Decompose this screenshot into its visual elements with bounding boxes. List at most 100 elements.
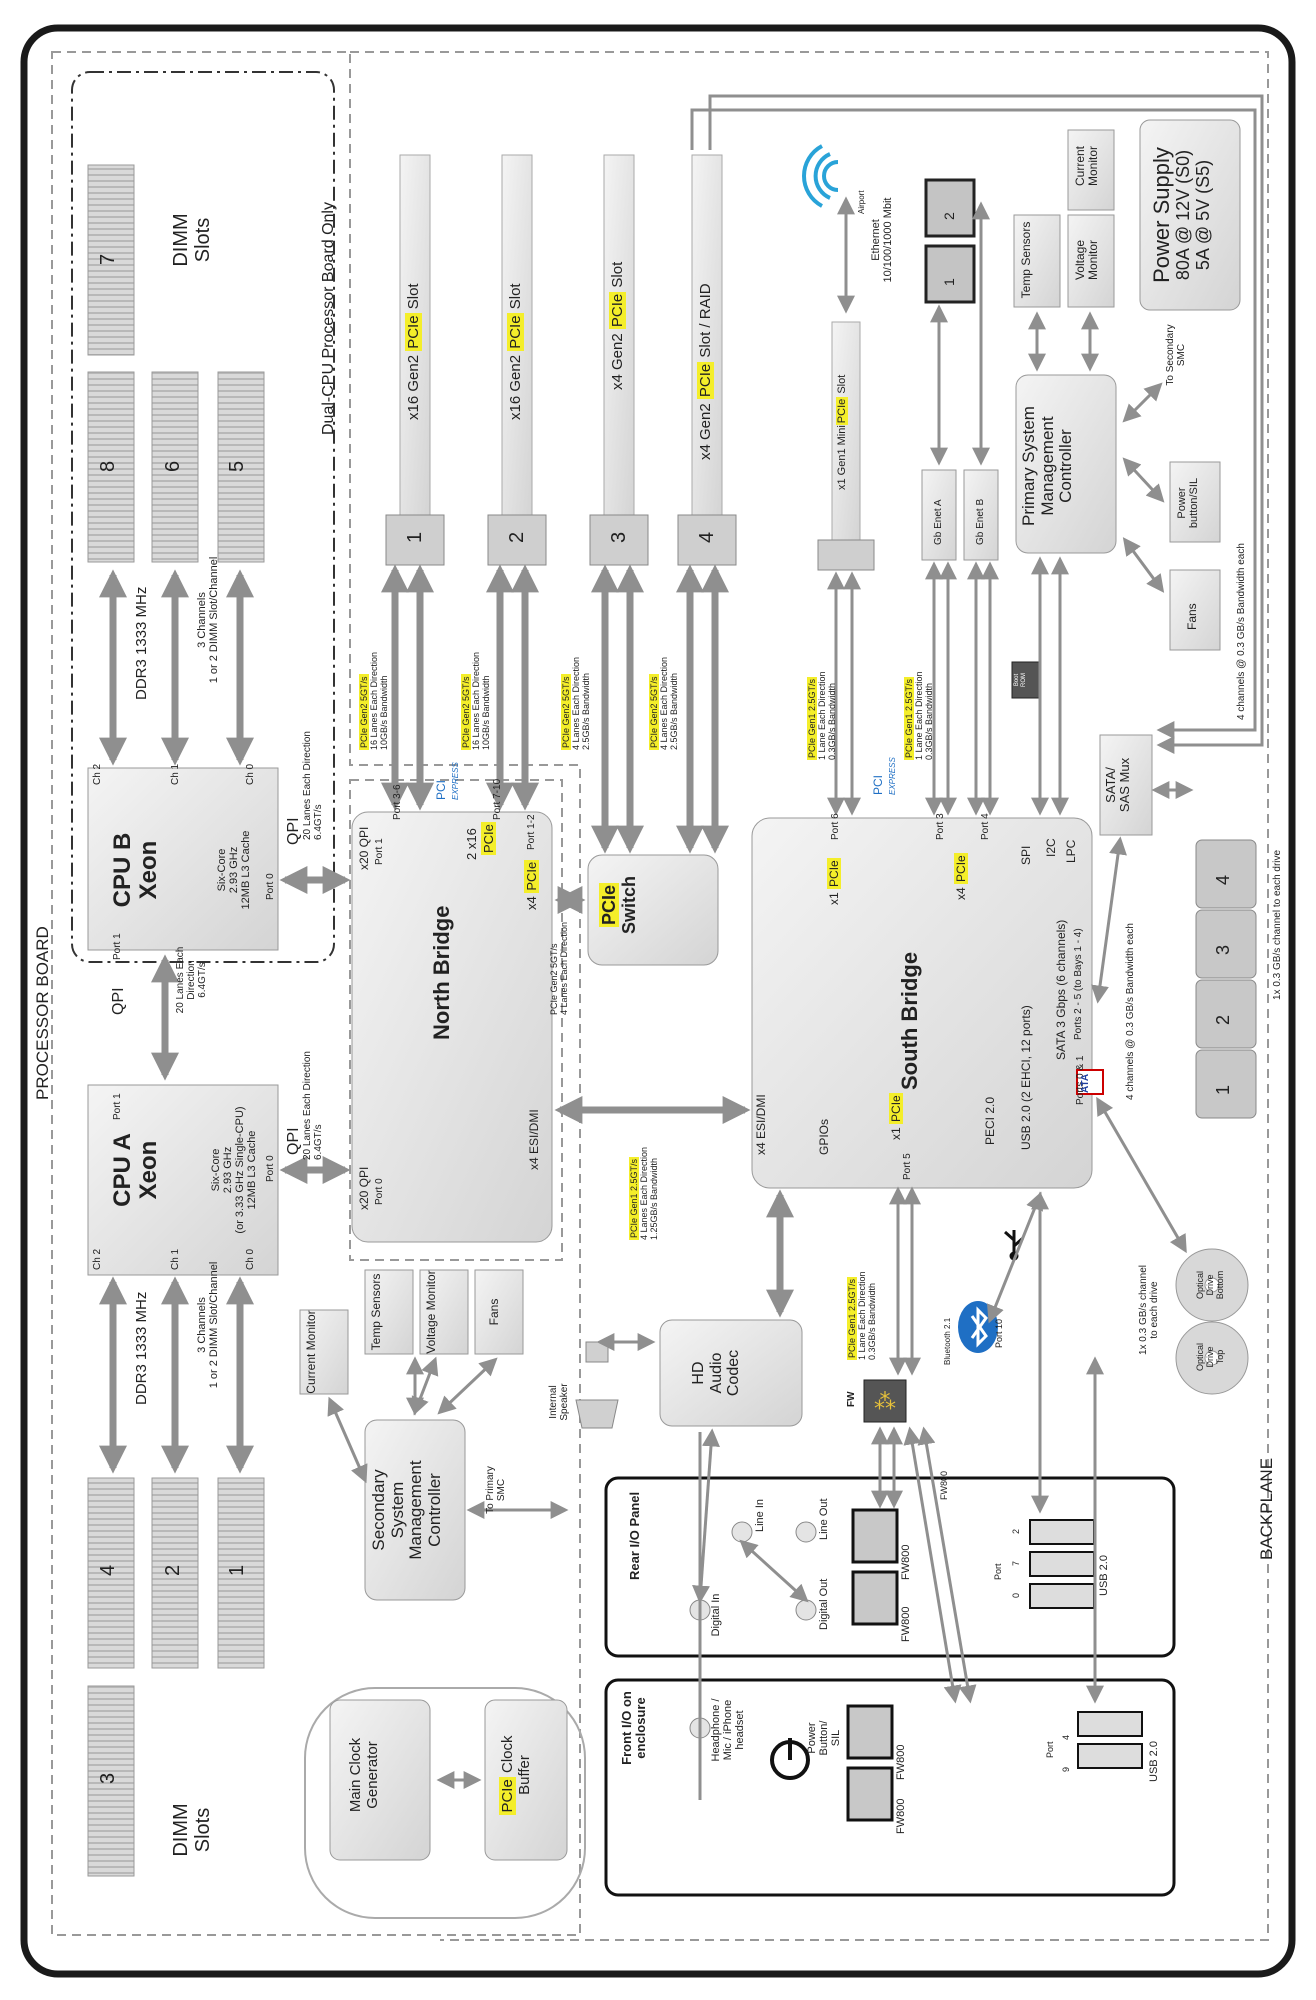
primary-temp-label: Temp Sensors bbox=[1019, 221, 1033, 299]
rear-fw800-port-2[interactable] bbox=[851, 1570, 899, 1626]
rear-usb-port-0[interactable] bbox=[1029, 1583, 1095, 1609]
drive-bay-1-num: 1 bbox=[1213, 1084, 1233, 1095]
pcie-slot-1-socket[interactable] bbox=[385, 514, 445, 566]
primary-fans-box[interactable] bbox=[1169, 569, 1221, 651]
sb-gpios: GPIOs bbox=[817, 1118, 831, 1155]
sata-mux-line1: SATA/ bbox=[1103, 767, 1118, 803]
pcie-clock-buffer-box[interactable] bbox=[484, 1699, 568, 1861]
rear-usb-port-7[interactable] bbox=[1029, 1551, 1095, 1577]
drive-bay-3[interactable] bbox=[1195, 909, 1257, 979]
hd-audio-codec-chip[interactable] bbox=[659, 1319, 803, 1427]
fw-spec: PCIe Gen1 2.5GT/s 1 Lane Each Direction … bbox=[847, 1271, 878, 1360]
dimm-module-6[interactable] bbox=[151, 371, 199, 563]
secondary-fans-box[interactable] bbox=[474, 1269, 524, 1355]
pcie-switch-chip[interactable] bbox=[587, 854, 719, 966]
cpu-b-port0: Port 0 bbox=[265, 873, 276, 900]
pcie-slots bbox=[385, 154, 875, 571]
secondary-temp-label: Temp Sensors bbox=[369, 1273, 383, 1351]
optical-bottom-label: Optical Drive Bottom bbox=[1195, 1260, 1226, 1310]
gb-enet-b-chip[interactable] bbox=[963, 469, 999, 561]
main-clock-line1: Main Clock bbox=[347, 1737, 364, 1813]
dimm-module-3[interactable] bbox=[87, 1685, 135, 1877]
front-fw800-port-1[interactable] bbox=[846, 1704, 894, 1760]
pcie-slot-1-num: 1 bbox=[404, 531, 426, 543]
secondary-smc-chip[interactable] bbox=[364, 1419, 466, 1601]
dimm-module-8[interactable] bbox=[87, 371, 135, 563]
pcie-slot-2-num: 2 bbox=[506, 531, 528, 543]
nb-port0: Port 0 bbox=[374, 1178, 385, 1205]
sata-mux-channels: 4 channels @ 0.3 GB/s Bandwidth each bbox=[1236, 543, 1247, 720]
power-supply-box[interactable] bbox=[1139, 119, 1241, 311]
dimm-module-2[interactable] bbox=[151, 1477, 199, 1669]
gb-enet-a-chip[interactable] bbox=[921, 469, 957, 561]
mini-pcie-label: x1 Gen1 MiniPCIe Slot bbox=[836, 375, 848, 490]
primary-current-monitor-box[interactable] bbox=[1067, 129, 1115, 211]
bluetooth-port: Port 10 bbox=[994, 1318, 1004, 1348]
front-usb-port-4[interactable] bbox=[1077, 1711, 1143, 1737]
cpu-b-chip[interactable] bbox=[87, 767, 279, 951]
cpu-a-name-line2: Xeon bbox=[135, 1140, 163, 1200]
sb-port4: Port 4 bbox=[980, 813, 991, 840]
dimm-module-5[interactable] bbox=[217, 371, 265, 563]
pcie-slot-4-post: Slot / RAID bbox=[697, 283, 714, 362]
pcie-slot-1-label: x16 Gen2 PCIe Slot bbox=[405, 283, 423, 420]
gb-enet-b-label: Gb Enet B bbox=[975, 498, 986, 545]
cpu-b-name-line1: CPU B bbox=[109, 832, 136, 908]
nb-x4-text: x4 bbox=[524, 896, 539, 910]
pcie-slot-4-body[interactable] bbox=[691, 154, 723, 516]
drive-bay-4[interactable] bbox=[1195, 839, 1257, 909]
cpu-a-ch1: Ch 1 bbox=[170, 1248, 181, 1270]
mini-pcie-slot-body[interactable] bbox=[831, 321, 861, 541]
front-usb-port-9[interactable] bbox=[1077, 1743, 1143, 1769]
rear-fw800-port-1[interactable] bbox=[851, 1508, 899, 1564]
primary-smc-chip[interactable] bbox=[1015, 374, 1117, 554]
mini-pcie-spec1: PCIe Gen1 2.5GT/s bbox=[807, 676, 817, 760]
secondary-temp-sensors-box[interactable] bbox=[364, 1269, 414, 1355]
main-clock-generator-box[interactable] bbox=[329, 1699, 431, 1861]
fw-spec2: 1 Lane Each Direction bbox=[856, 1271, 867, 1360]
nb-port12: Port 1-2 bbox=[526, 814, 537, 850]
drive-bay-1[interactable] bbox=[1195, 1049, 1257, 1119]
drive-bay-2[interactable] bbox=[1195, 979, 1257, 1049]
wifi-icon bbox=[802, 144, 839, 208]
dimm-slots-label-top: DIMM Slots bbox=[170, 213, 214, 267]
hd-audio-label: HD Audio Codec bbox=[690, 1320, 743, 1426]
dimm-module-1[interactable] bbox=[217, 1477, 265, 1669]
pcie-slot-4-socket[interactable] bbox=[677, 514, 737, 566]
pcie-slot-3-body[interactable] bbox=[603, 154, 635, 516]
cpu-b-spec: Six-Core 2.93 GHz 12MB L3 Cache bbox=[216, 800, 252, 940]
primary-voltage-monitor-box[interactable] bbox=[1067, 214, 1115, 308]
north-bridge-title: North Bridge bbox=[429, 905, 454, 1040]
pcie-slot-3-post: Slot bbox=[609, 261, 626, 292]
pcie-slot-2-pre: x16 Gen2 bbox=[507, 350, 524, 420]
secondary-current-label: Current Monitor bbox=[304, 1310, 318, 1394]
front-fw800-port-2[interactable] bbox=[846, 1766, 894, 1822]
firewire-chip-rear[interactable] bbox=[863, 1379, 907, 1423]
primary-temp-sensors-box[interactable] bbox=[1013, 214, 1061, 308]
bluetooth-label: Bluetooth 2.1 bbox=[943, 1317, 952, 1365]
secondary-voltage-monitor-box[interactable] bbox=[419, 1269, 469, 1355]
pcie-slot-2-socket[interactable] bbox=[487, 514, 547, 566]
headphone-line1: Headphone / bbox=[710, 1698, 722, 1762]
secondary-current-monitor-box[interactable] bbox=[299, 1309, 349, 1395]
dimm-module-4[interactable] bbox=[87, 1477, 135, 1669]
mini-pcie-slot-socket[interactable] bbox=[817, 539, 875, 571]
north-bridge-chip[interactable] bbox=[351, 811, 553, 1243]
sata-mux-label: SATA/ SAS Mux bbox=[1103, 735, 1133, 835]
power-button-box[interactable] bbox=[1169, 461, 1221, 543]
power-front-line2: Button/ bbox=[818, 1720, 831, 1756]
cpu-a-chip[interactable] bbox=[87, 1084, 279, 1276]
bluetooth-rune bbox=[970, 1306, 988, 1348]
dimm-module-7[interactable] bbox=[87, 164, 135, 356]
cpu-a-channels-line2: 1 or 2 DIMM Slot/Channel bbox=[208, 1261, 221, 1389]
drives-channels: 4 channels @ 0.3 GB/s Bandwidth each bbox=[1125, 923, 1136, 1100]
front-io-title-line2: enclosure bbox=[633, 1697, 649, 1759]
ethernet-port-2[interactable] bbox=[924, 178, 976, 238]
sb-port6: Port 6 bbox=[830, 813, 841, 840]
rear-usb-port-2[interactable] bbox=[1029, 1519, 1095, 1545]
sb-esi-link: PCIe Gen1 2.5GT/s 4 Lanes Each Direction… bbox=[629, 1147, 660, 1240]
sata-mux-chip[interactable] bbox=[1099, 734, 1153, 836]
pcie-slot-3-socket[interactable] bbox=[589, 514, 649, 566]
north-bridge-region bbox=[349, 779, 563, 1261]
primary-smc-line1: Primary System bbox=[1019, 406, 1038, 526]
